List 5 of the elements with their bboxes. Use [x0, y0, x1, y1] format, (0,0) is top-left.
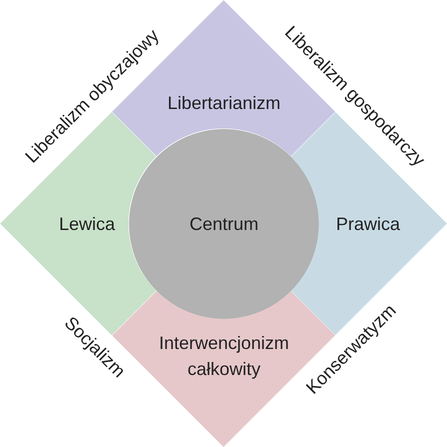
circle-label: Centrum	[189, 213, 259, 236]
quadrant-label: Libertarianizm	[167, 92, 281, 115]
quadrant-label: Prawica	[336, 213, 400, 236]
quadrant-label: Interwencjonizm całkowity	[158, 332, 290, 381]
quadrant-label: Lewica	[58, 213, 116, 236]
